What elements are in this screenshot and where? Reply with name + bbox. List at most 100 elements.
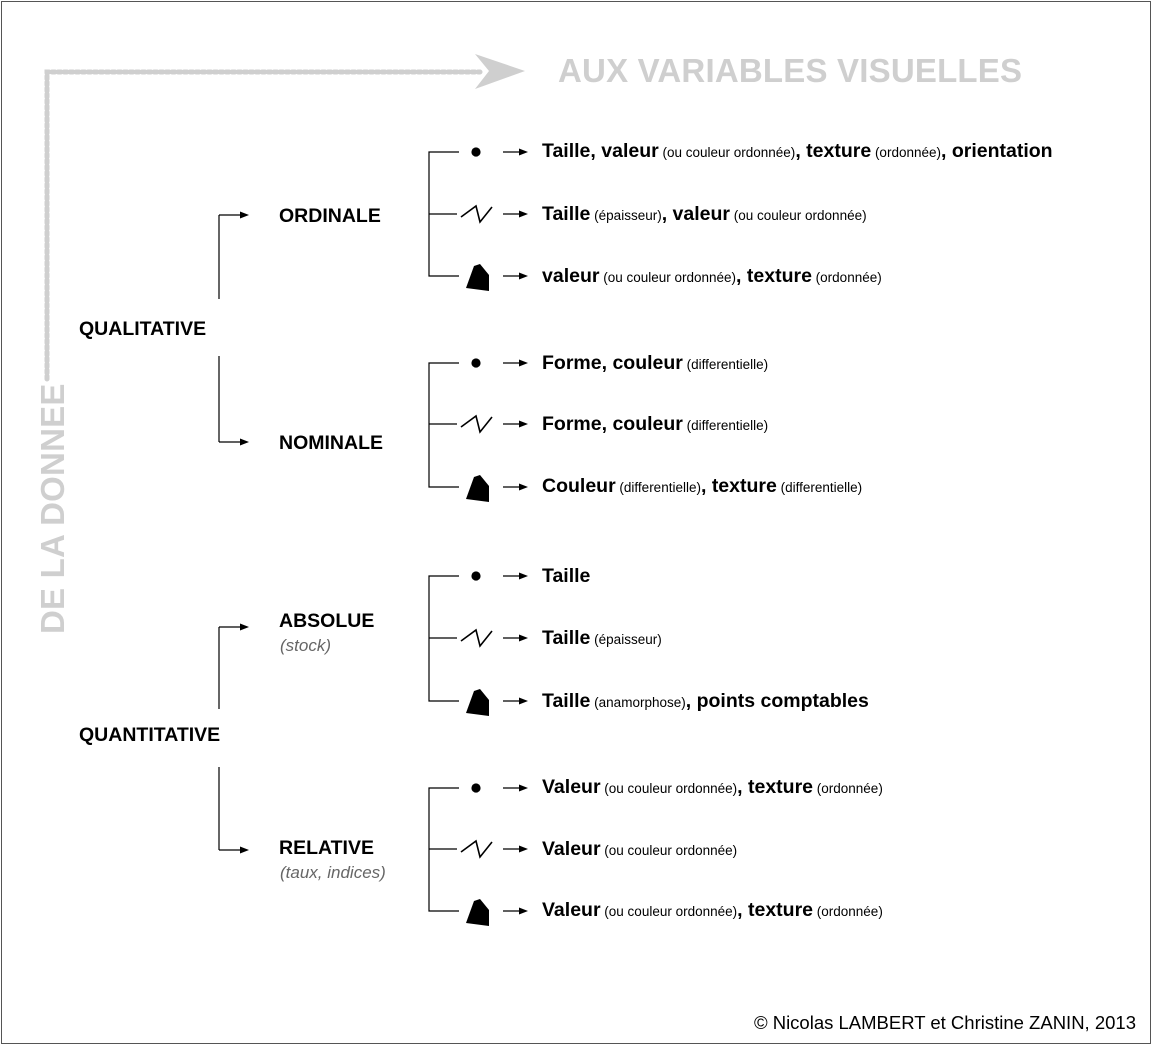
title-data: DE LA DONNEE (34, 383, 71, 634)
nominale-line-variables: Forme, couleur (differentielle) (542, 413, 768, 436)
guide-arrow-head (475, 54, 525, 89)
variable-name: Valeur (542, 899, 601, 921)
variable-note: (ou couleur ordonnée) (600, 781, 738, 796)
copyright-credit: © Nicolas LAMBERT et Christine ZANIN, 20… (753, 1012, 1136, 1033)
separator: , (601, 352, 613, 374)
nominale-zone-variables: Couleur (differentielle), texture (diffe… (542, 475, 862, 498)
title-visual-variables: AUX VARIABLES VISUELLES (558, 52, 1023, 89)
variable-note: (ordonnée) (813, 904, 883, 919)
node-quantitative: QUANTITATIVE (79, 724, 221, 746)
variable-note: (épaisseur) (590, 208, 662, 223)
qualitative-arrow-up-head (240, 211, 249, 219)
relative-row1-arrow-head (519, 845, 528, 853)
variable-name: Taille (542, 690, 591, 712)
relative-row2-arrow-head (519, 907, 528, 915)
ordinale-line-variables: Taille (épaisseur), valeur (ou couleur o… (542, 203, 867, 226)
node-nominale: NOMINALE (279, 432, 383, 454)
relative-zone-variables: Valeur (ou couleur ordonnée), texture (o… (542, 899, 883, 922)
variable-name: Taille (542, 627, 591, 649)
variable-name: Taille (542, 565, 591, 587)
polygon-zone-icon (466, 475, 489, 502)
relative-point-variables: Valeur (ou couleur ordonnée), texture (o… (542, 776, 883, 799)
nominale-row1-arrow-head (519, 420, 528, 428)
variable-name: texture (747, 776, 814, 798)
polygon-zone-icon (466, 689, 489, 716)
polygon-zone-icon (466, 899, 489, 926)
variable-note: (differentielle) (682, 418, 769, 433)
variable-name: points comptables (696, 690, 869, 712)
variable-name: couleur (612, 352, 683, 374)
dot-icon (471, 358, 481, 368)
variable-note: (ou couleur ordonnée) (730, 208, 867, 223)
variable-name: valeur (601, 140, 659, 162)
dotted-guide-line (44, 69, 483, 382)
relative-row0-arrow-head (519, 784, 528, 792)
quantitative-arrow-down-head (240, 846, 249, 854)
separator: , (685, 690, 697, 712)
variable-name: Couleur (542, 475, 616, 497)
variable-note: (ou couleur ordonnée) (599, 270, 737, 285)
ordinale-row1-arrow-head (519, 210, 528, 218)
separator: , (590, 140, 602, 162)
variable-name: valeur (672, 203, 730, 225)
dot-icon (471, 783, 481, 793)
qualitative-arrow-down-head (240, 438, 249, 446)
separator: , (736, 265, 747, 287)
variable-note: (ordonnée) (813, 781, 883, 796)
variable-name: Forme (542, 352, 602, 374)
variable-name: texture (747, 899, 814, 921)
variable-name: texture (711, 475, 777, 497)
variable-note: (differentielle) (682, 357, 769, 372)
variable-name: orientation (951, 140, 1053, 162)
node-ordinale: ORDINALE (279, 205, 381, 227)
absolue-row1-arrow-head (519, 634, 528, 642)
variable-name: Valeur (542, 776, 601, 798)
variable-note: (ou couleur ordonnée) (600, 904, 738, 919)
zigzag-line-icon (460, 839, 493, 859)
variable-note: (ordonnée) (871, 145, 941, 160)
nominale-bracket (428, 362, 459, 488)
variable-note: (épaisseur) (590, 632, 662, 647)
node-absolue: ABSOLUE (279, 610, 375, 632)
ordinale-zone-variables: valeur (ou couleur ordonnée), texture (o… (542, 265, 882, 288)
dot-icon (471, 571, 481, 581)
separator: , (940, 140, 952, 162)
absolue-point-variables: Taille (542, 565, 590, 588)
dot-icon (471, 147, 481, 157)
variable-note: (differentielle) (615, 480, 701, 495)
quantitative-arrow-up-head (240, 623, 249, 631)
zigzag-line-icon (460, 628, 493, 648)
node-relative: RELATIVE (279, 837, 374, 859)
node-qualitative: QUALITATIVE (79, 318, 207, 340)
node-absolue-subtitle: (stock) (280, 636, 331, 655)
zigzag-line-icon (460, 204, 493, 224)
variable-note: (ordonnée) (811, 270, 882, 285)
absolue-row0-arrow-head (519, 572, 528, 580)
zigzag-line-icon (460, 414, 493, 434)
absolue-line-variables: Taille (épaisseur) (542, 627, 662, 650)
absolue-row2-arrow-head (519, 697, 528, 705)
separator: , (737, 776, 748, 798)
separator: , (795, 140, 807, 162)
variable-note: (differentielle) (776, 480, 863, 495)
variable-note: (ou couleur ordonnée) (600, 843, 738, 858)
variable-note: (anamorphose) (590, 695, 686, 710)
variable-name: valeur (542, 265, 600, 287)
nominale-row0-arrow-head (519, 359, 528, 367)
separator: , (737, 899, 748, 921)
separator: , (661, 203, 673, 225)
variable-name: Taille (542, 203, 591, 225)
variable-name: Forme (542, 413, 602, 435)
nominale-row2-arrow-head (519, 483, 528, 491)
variable-name: Valeur (542, 838, 601, 860)
variable-name: texture (806, 140, 872, 162)
polygon-zone-icon (466, 264, 489, 291)
ordinale-point-variables: Taille, valeur (ou couleur ordonnée), te… (542, 140, 1053, 163)
separator: , (700, 475, 712, 497)
variable-name: couleur (612, 413, 683, 435)
node-relative-subtitle: (taux, indices) (280, 863, 386, 882)
ordinale-row2-arrow-head (519, 272, 528, 280)
relative-line-variables: Valeur (ou couleur ordonnée) (542, 838, 737, 861)
